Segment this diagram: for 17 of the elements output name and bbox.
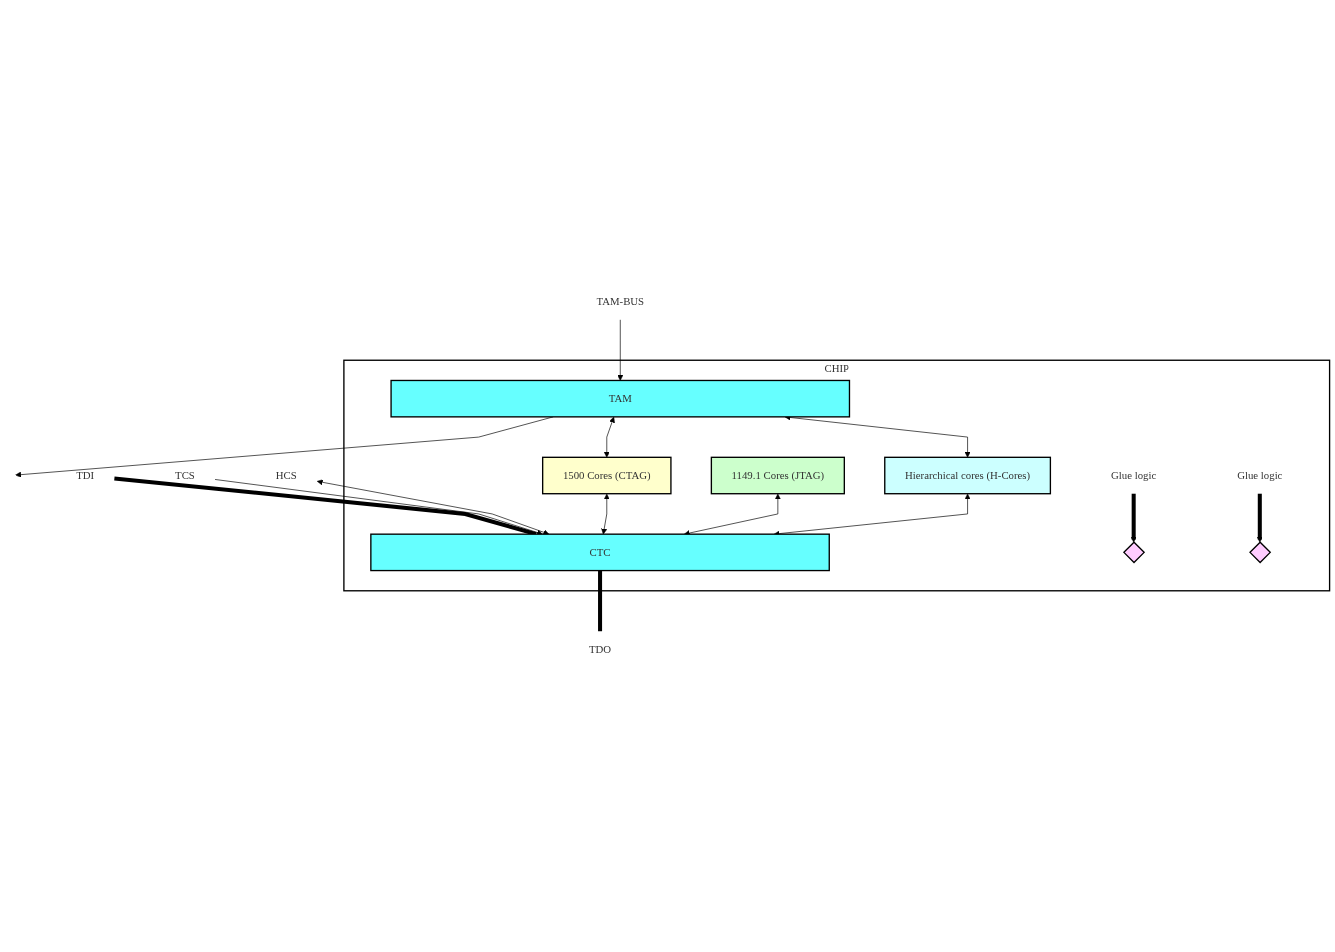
- arrow: [1256, 494, 1263, 543]
- node-text: Glue logic: [1111, 469, 1157, 482]
- arrow: [1130, 494, 1137, 543]
- node-text: Glue logic: [1237, 469, 1283, 482]
- node-diamond: [1122, 541, 1146, 564]
- node-text: TDI: [76, 469, 95, 482]
- node-box: 1149.1 Cores (JTAG): [710, 457, 845, 495]
- node-text: TDO: [588, 643, 612, 656]
- node-box: CTC: [370, 533, 830, 572]
- node-box: TAM: [390, 380, 851, 419]
- node-diamond: [1249, 541, 1272, 564]
- connector: [598, 571, 603, 632]
- node-text: TCS: [175, 469, 195, 482]
- node-box: Hierarchical cores (H-Cores): [884, 457, 1052, 495]
- node-box: 1500 Cores (CTAG): [542, 457, 672, 495]
- node-text: TAM-BUS: [596, 296, 645, 308]
- node-text: HCS: [275, 469, 297, 482]
